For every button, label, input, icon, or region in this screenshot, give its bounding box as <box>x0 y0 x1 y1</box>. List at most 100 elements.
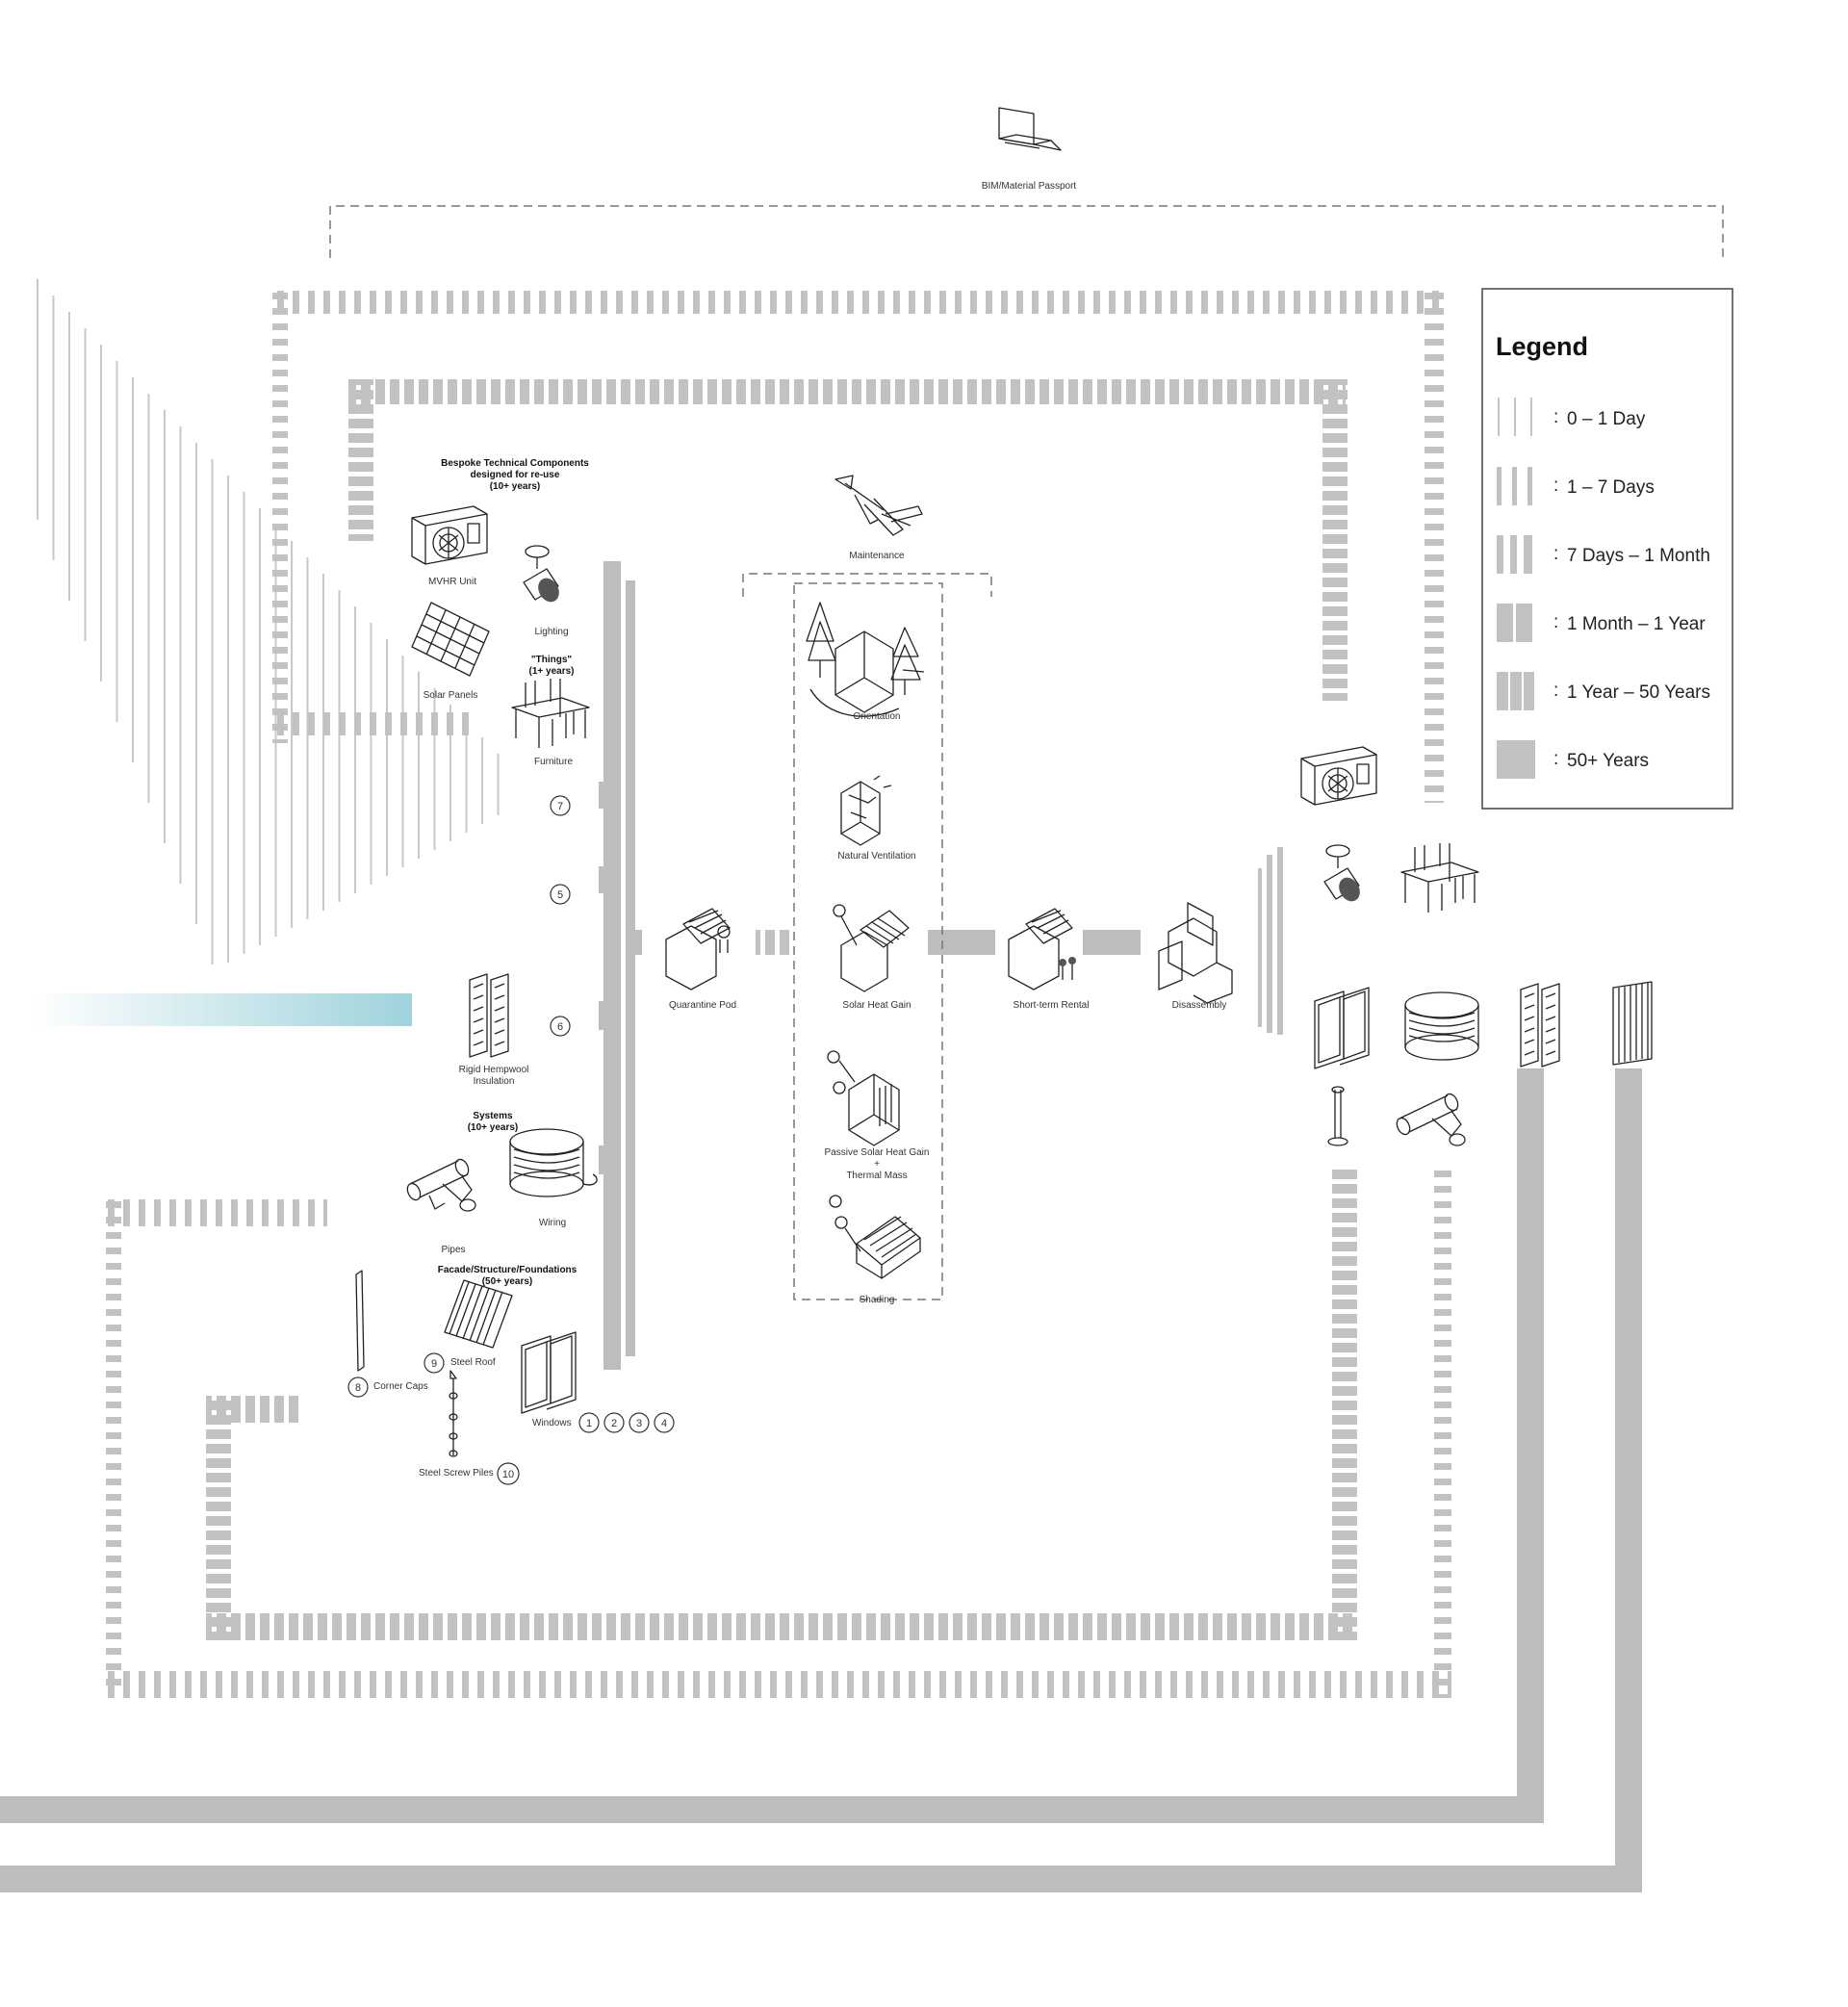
fan-line <box>354 606 356 893</box>
systems-heading-1: Systems <box>473 1111 513 1121</box>
fan-line <box>68 312 70 601</box>
pipes-label: Pipes <box>441 1245 465 1255</box>
wiring-label: Wiring <box>539 1218 566 1228</box>
fan-line <box>370 623 372 885</box>
fan-line <box>100 345 102 682</box>
solar-panels-label: Solar Panels <box>424 690 478 701</box>
quarantine-pod-label: Quarantine Pod <box>669 1000 736 1011</box>
corner-caps-label: Corner Caps <box>373 1381 428 1392</box>
fan-line <box>386 639 388 876</box>
frame-inner-7-days-1-month <box>348 379 1348 701</box>
windows-right-icon <box>1314 987 1370 1069</box>
svg-text:3: 3 <box>636 1418 642 1429</box>
windows-label: Windows <box>532 1418 572 1428</box>
furniture-icon <box>511 679 590 748</box>
laptop-icon <box>998 107 1062 151</box>
number-circle-4: 4 <box>654 1412 675 1433</box>
number-circle-7: 7 <box>550 795 571 816</box>
right-cluster-bars <box>1332 1172 1357 1640</box>
fan-line <box>147 394 150 803</box>
number-circle-9: 9 <box>424 1352 445 1374</box>
legend-colon-4: : <box>1553 612 1558 632</box>
fan-line <box>211 459 214 965</box>
steel-cladding-right-icon <box>1612 981 1653 1066</box>
steel-roof-icon <box>444 1279 513 1349</box>
steel-screw-pile-right-icon <box>1327 1086 1348 1146</box>
steel-screw-pile-icon <box>449 1370 458 1457</box>
wiring-spool-icon <box>509 1128 598 1197</box>
fan-line <box>179 426 182 884</box>
fan-line <box>52 296 55 560</box>
components-heading-1: Bespoke Technical Components <box>441 458 589 469</box>
fan-line <box>84 328 87 641</box>
things-heading-2: (1+ years) <box>529 666 575 677</box>
number-circle-8: 8 <box>347 1377 369 1398</box>
legend-colon-1: : <box>1553 407 1558 427</box>
legend: Legend : : : : <box>1481 288 1733 810</box>
solar-heat-gain-label: Solar Heat Gain <box>842 1000 911 1011</box>
svg-text:6: 6 <box>557 1021 563 1033</box>
bim-bracket <box>329 205 1724 258</box>
short-term-rental-label: Short-term Rental <box>1014 1000 1090 1011</box>
fan-line <box>418 672 420 859</box>
legend-colon-3: : <box>1553 544 1558 564</box>
lighting-right-icon <box>1323 844 1360 902</box>
teal-gradient-bar <box>29 993 412 1026</box>
passive-solar-label-1: Passive Solar Heat Gain <box>825 1147 930 1158</box>
legend-swatch-1-7-days <box>1497 467 1532 505</box>
steel-screw-piles-label: Steel Screw Piles <box>419 1468 494 1479</box>
fan-line <box>37 279 38 520</box>
legend-label-7-days-1-month: 7 Days – 1 Month <box>1567 546 1710 566</box>
insulation-label-1: Rigid Hempwool <box>459 1065 529 1075</box>
fan-line <box>481 737 483 824</box>
shading-icon <box>829 1195 921 1279</box>
quarantine-pod-icon <box>665 908 731 991</box>
frame-bottom-1-7-days <box>106 1165 1451 1698</box>
svg-text:8: 8 <box>355 1382 361 1394</box>
legend-swatch-0-1-day <box>1498 398 1532 436</box>
lighting-label: Lighting <box>534 627 568 637</box>
steel-roof-label: Steel Roof <box>450 1357 496 1368</box>
lifecycle-dashed-column <box>742 573 992 1300</box>
wiring-spool-right-icon <box>1404 991 1479 1061</box>
fan-line <box>465 721 468 833</box>
legend-label-50-plus-years: 50+ Years <box>1567 751 1649 771</box>
svg-text:7: 7 <box>557 801 563 812</box>
legend-colon-5: : <box>1553 681 1558 701</box>
disassembly-icon <box>1158 902 1233 1004</box>
legend-swatch-1-year-50-years <box>1497 672 1534 710</box>
pipes-icon <box>406 1158 476 1212</box>
number-circle-3: 3 <box>629 1412 650 1433</box>
fan-line <box>259 508 261 945</box>
insulation-label-2: Insulation <box>474 1076 515 1087</box>
legend-label-1-month-1-year: 1 Month – 1 Year <box>1567 614 1706 634</box>
svg-text:4: 4 <box>661 1418 667 1429</box>
legend-colon-6: : <box>1553 749 1558 769</box>
legend-swatch-1-month-1-year <box>1497 604 1532 642</box>
pipes-right-icon <box>1396 1093 1466 1146</box>
svg-text:2: 2 <box>611 1418 617 1429</box>
hempwool-insulation-right-icon <box>1520 983 1560 1068</box>
facade-heading-2: (50+ years) <box>482 1276 533 1287</box>
fan-line <box>116 361 118 722</box>
fan-line <box>322 574 324 911</box>
mvhr-unit-icon <box>411 505 488 565</box>
passive-solar-heat-gain-icon <box>827 1050 900 1146</box>
maintenance-tools-icon <box>834 475 923 536</box>
number-circle-6: 6 <box>550 1016 571 1037</box>
maintenance-label: Maintenance <box>849 551 905 561</box>
facade-heading-1: Facade/Structure/Foundations <box>438 1265 578 1275</box>
passive-solar-label-3: Thermal Mass <box>846 1171 907 1181</box>
path-connectors <box>630 930 1141 955</box>
number-circle-5: 5 <box>550 884 571 905</box>
svg-text:5: 5 <box>557 889 563 901</box>
mvhr-unit-right-icon <box>1300 746 1377 806</box>
orientation-icon <box>806 602 925 717</box>
disassembly-label: Disassembly <box>1172 1000 1227 1011</box>
legend-label-0-1-day: 0 – 1 Day <box>1567 409 1646 429</box>
furniture-right-icon <box>1400 843 1479 913</box>
fan-line <box>195 443 197 924</box>
legend-colon-2: : <box>1553 476 1558 496</box>
frame-outer-1-7-days <box>272 291 1444 803</box>
